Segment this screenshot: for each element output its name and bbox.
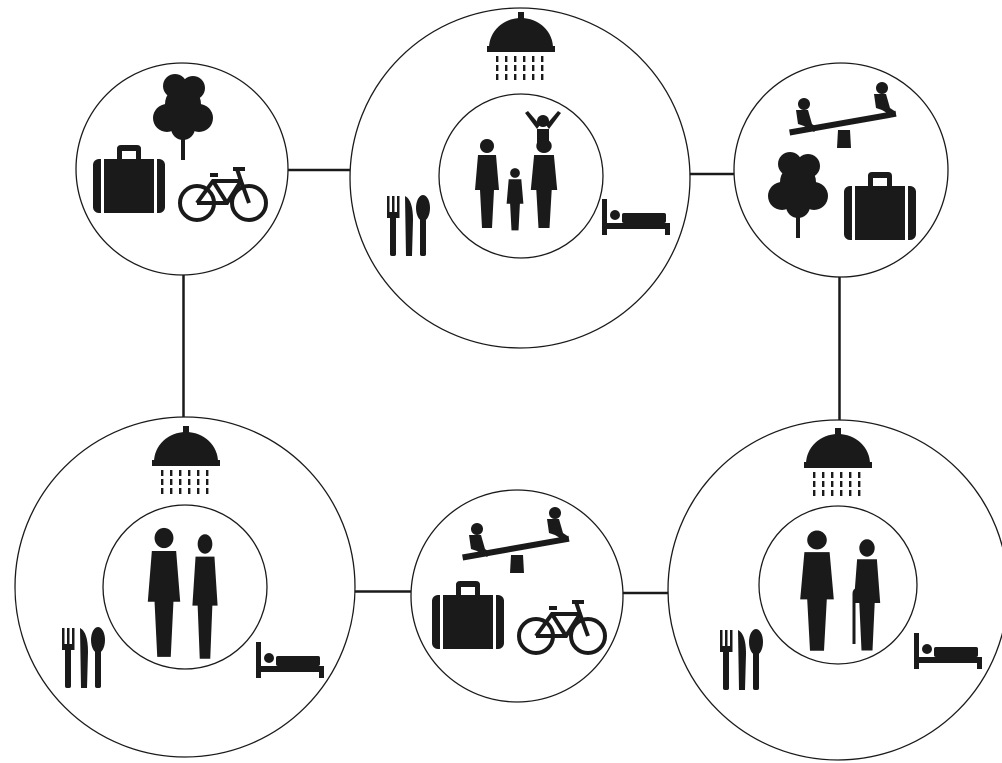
inner-circle [438,93,604,259]
inner-circle [758,505,918,665]
node-top-center [349,7,691,349]
node-top-right [733,62,949,278]
cutlery-icon [720,629,763,690]
cutlery-icon [387,195,430,256]
node-bottom-right [667,419,1002,761]
inner-circle [102,504,268,670]
node-bottom-center [410,489,624,703]
connection-lines [182,168,841,595]
node-top-left [75,62,289,276]
diagram-nodes [14,7,1002,761]
node-bottom-left [14,416,356,758]
cutlery-icon [62,627,105,688]
